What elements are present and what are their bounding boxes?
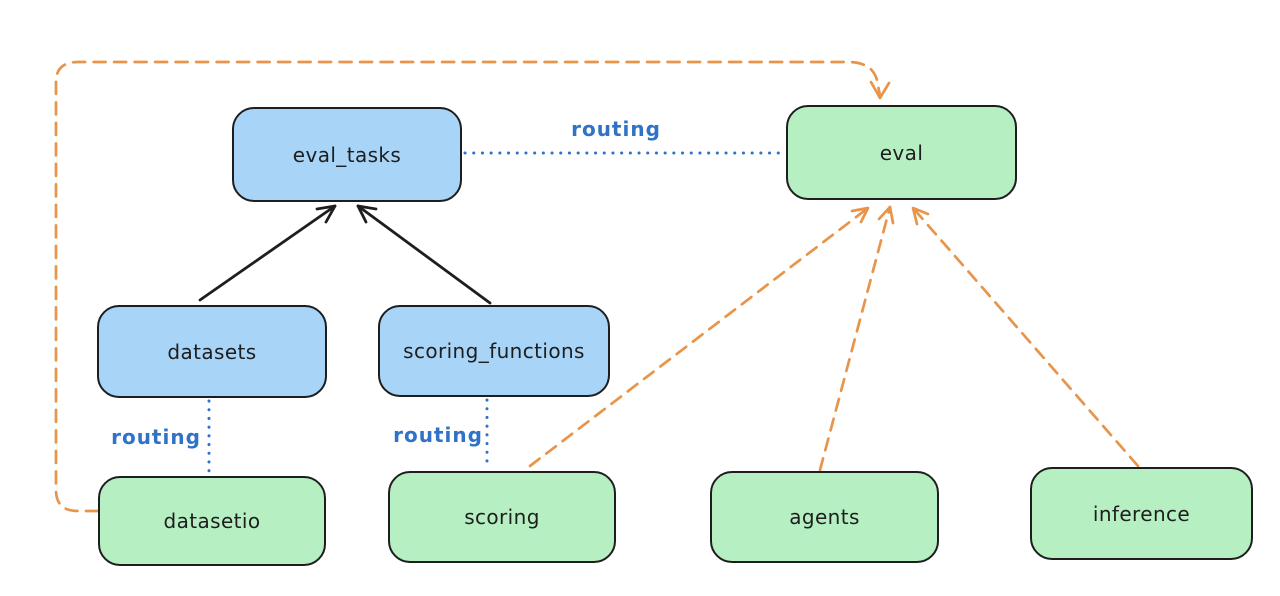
node-inference-label: inference: [1092, 501, 1191, 526]
edge-scoring-functions-to-eval-tasks-line: [356, 204, 492, 305]
node-agents: agents: [710, 471, 939, 563]
node-datasetio: datasetio: [98, 476, 326, 566]
edge-datasets-to-eval-tasks-line: [198, 204, 337, 302]
edge-datasetio-to-eval-loop-line: [54, 60, 882, 513]
edge-agents-to-eval-line: [818, 205, 892, 472]
node-eval-tasks: eval_tasks: [232, 107, 462, 202]
node-agents-label: agents: [789, 505, 860, 529]
node-datasetio-label: datasetio: [163, 509, 261, 533]
node-eval: eval: [786, 105, 1017, 200]
edge-scoring-to-eval-arrowhead: [850, 206, 870, 224]
edge-datasetio-to-eval-arrowhead: [869, 80, 891, 100]
edge-label-routing-eval-tasks-eval: routing: [571, 117, 661, 141]
node-scoring-functions-label: scoring_functions: [403, 339, 585, 363]
edge-inference-to-eval-arrowhead: [911, 206, 930, 226]
edge-inference-to-eval-line: [911, 206, 1140, 468]
node-datasets: datasets: [97, 305, 327, 398]
node-eval-tasks-label: eval_tasks: [292, 142, 402, 167]
edge-scoring-functions-to-eval-tasks-arrowhead: [356, 204, 378, 224]
node-scoring-functions: scoring_functions: [378, 305, 610, 397]
node-datasets-label: datasets: [167, 339, 257, 364]
node-scoring: scoring: [388, 471, 616, 563]
node-inference: inference: [1030, 467, 1253, 560]
edge-agents-to-eval-arrowhead: [877, 205, 895, 225]
node-eval-label: eval: [879, 140, 924, 165]
edge-datasets-to-eval-tasks-arrowhead: [315, 204, 337, 224]
edge-label-routing-scoring-functions-scoring: routing: [393, 423, 483, 447]
edge-label-routing-datasets-datasetio: routing: [111, 425, 201, 449]
edge-scoring-to-eval-line: [528, 206, 870, 468]
node-scoring-label: scoring: [464, 505, 540, 529]
